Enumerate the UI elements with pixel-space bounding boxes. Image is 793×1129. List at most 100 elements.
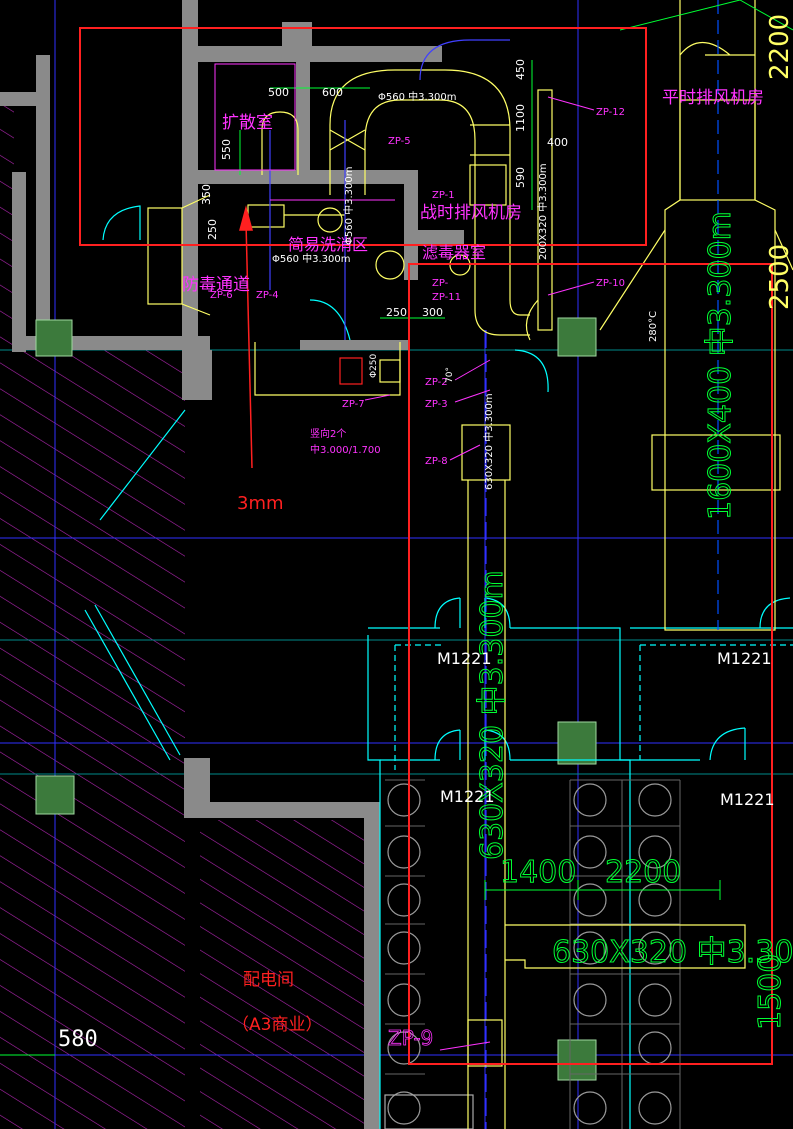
green-dims bbox=[0, 0, 793, 1056]
door-arc-3 bbox=[709, 727, 746, 761]
duct-valve-zp4 bbox=[247, 204, 285, 228]
room-expansion: 扩散室 bbox=[222, 113, 273, 133]
circle-col-1 bbox=[387, 783, 421, 1125]
duct-exhaust-fan-top bbox=[679, 42, 755, 56]
blue-ducts bbox=[269, 39, 510, 340]
wall-bottom-mid bbox=[300, 340, 410, 350]
duct-exhaust-fan bbox=[664, 0, 776, 631]
leader-zp7 bbox=[364, 394, 391, 401]
tag-zp12: ZP-12 bbox=[596, 107, 625, 118]
highlight-box-top bbox=[79, 27, 647, 246]
room-labels: 扩散室 战时排风机房 简易洗消区 滤毒器室 防毒通道 平时排风机房 配电间 （A… bbox=[182, 88, 764, 1035]
door-arcs bbox=[102, 205, 791, 761]
hatch-power-room bbox=[200, 820, 365, 1129]
leader-zp12 bbox=[547, 96, 595, 111]
duct-phi560-v: Φ560 中3.300m bbox=[342, 166, 355, 245]
tag-zp1: ZP-1 bbox=[432, 190, 455, 201]
magenta-leaders bbox=[214, 63, 595, 1051]
dim-1500: 1500 bbox=[753, 954, 788, 1030]
angle-label: 70° bbox=[445, 367, 455, 383]
column-5 bbox=[557, 1039, 597, 1081]
room-simple-wash: 简易洗消区 bbox=[288, 235, 368, 254]
duct-phi560-inner bbox=[364, 99, 476, 260]
dim-450: 450 bbox=[514, 59, 527, 80]
room-power-note: （A3商业） bbox=[232, 1015, 322, 1035]
columns bbox=[35, 317, 597, 1081]
tag-zp3: ZP-3 bbox=[425, 399, 448, 410]
dim-250-a: 250 bbox=[206, 219, 219, 240]
circle-col-2 bbox=[573, 783, 607, 1125]
wall-vert-a-cap bbox=[182, 350, 212, 400]
duct-200x320 bbox=[537, 89, 553, 331]
dim-400: 400 bbox=[547, 136, 568, 149]
circle-array bbox=[384, 779, 681, 1129]
wall-top-left bbox=[0, 92, 50, 106]
door-m1221-c: M1221 bbox=[440, 787, 495, 806]
door-m1221-d: M1221 bbox=[720, 790, 775, 809]
tag-zp6: ZP-6 bbox=[210, 290, 233, 301]
phi250-label: Φ250 bbox=[369, 353, 379, 378]
misc-labels: 280°C Φ250 70° 竖向2个 中3.000/1.700 3mm bbox=[237, 311, 659, 514]
room-power: 配电间 bbox=[243, 970, 294, 990]
dim-550: 550 bbox=[220, 139, 233, 160]
duct-630x320-v: 630X320 中3.300m bbox=[482, 393, 495, 490]
room-normal-exhaust: 平时排风机房 bbox=[662, 88, 764, 108]
dim-2200: 2200 bbox=[605, 855, 681, 890]
dimension-labels: 500 600 450 1100 590 550 400 350 250 250… bbox=[58, 14, 793, 1052]
blue-duct-3 bbox=[419, 39, 510, 81]
duct-transition bbox=[599, 229, 793, 331]
partition-1 bbox=[367, 635, 381, 1129]
tag-zp11: ZP-11 bbox=[432, 292, 461, 303]
duct-silencer bbox=[651, 434, 781, 491]
wall-right-vert bbox=[404, 170, 418, 280]
hatched-areas bbox=[0, 100, 365, 1129]
dim-250-b: 250 bbox=[386, 306, 407, 319]
dim-300: 300 bbox=[422, 306, 443, 319]
hatch-left-upper bbox=[0, 100, 14, 350]
column-3 bbox=[35, 775, 75, 815]
pipe-note-2: 中3.000/1.700 bbox=[310, 443, 381, 456]
zp-tags: ZP-12 ZP-5 ZP-1 ZP- ZP-11 ZP-10 ZP-6 ZP-… bbox=[210, 107, 625, 1050]
column-4 bbox=[557, 721, 597, 765]
dim-590: 590 bbox=[514, 167, 527, 188]
circle-grid-lines bbox=[385, 779, 681, 1129]
wall-left-inner bbox=[12, 172, 26, 352]
fixture-zp7 bbox=[379, 359, 401, 383]
wall-right-ledge bbox=[404, 230, 464, 244]
duct-transition-left bbox=[181, 194, 211, 316]
dim-350: 350 bbox=[200, 184, 213, 205]
duct-grille-zp9 bbox=[467, 1019, 503, 1067]
door-arc-6 bbox=[102, 205, 141, 241]
duct-fan-zp1 bbox=[469, 164, 507, 206]
duct-down-to-filter bbox=[474, 260, 530, 336]
fixture-wash bbox=[317, 207, 343, 233]
dim-1400: 1400 bbox=[500, 855, 576, 890]
door-arc-2 bbox=[434, 729, 511, 761]
tag-zp8: ZP-8 bbox=[425, 456, 448, 467]
tag-zp7: ZP-7 bbox=[342, 399, 365, 410]
door-m1221-b: M1221 bbox=[717, 649, 772, 668]
dim-1100: 1100 bbox=[514, 104, 527, 132]
duct-labels: Φ560 中3.300m Φ560 中3.300m Φ560 中3.300m 2… bbox=[272, 90, 549, 490]
room-gas-tight: 防毒通道 bbox=[182, 275, 250, 295]
duct-1600x400: 1600X400 中3.300m bbox=[703, 211, 738, 520]
diag-1 bbox=[84, 609, 171, 761]
partitions bbox=[84, 409, 793, 1129]
duct-phi560-a: Φ560 中3.300m bbox=[378, 90, 457, 103]
dim-2500: 2500 bbox=[765, 244, 793, 310]
column-1 bbox=[35, 319, 73, 357]
leader-zp2 bbox=[454, 359, 491, 381]
door-arc-1 bbox=[434, 597, 511, 629]
duct-630x320-big: 630X320 中3.300m bbox=[475, 570, 510, 860]
door-arc-7 bbox=[309, 299, 351, 341]
column-2 bbox=[557, 317, 597, 357]
tag-zp10: ZP-10 bbox=[596, 278, 625, 289]
dim-600: 600 bbox=[322, 86, 343, 99]
highlight-box-right bbox=[408, 263, 773, 1065]
diag-3 bbox=[99, 409, 186, 521]
power-room-box bbox=[384, 1094, 474, 1129]
arrow-head bbox=[239, 205, 253, 231]
fixture-red-valve bbox=[339, 357, 363, 385]
leader-zp3 bbox=[454, 389, 491, 403]
